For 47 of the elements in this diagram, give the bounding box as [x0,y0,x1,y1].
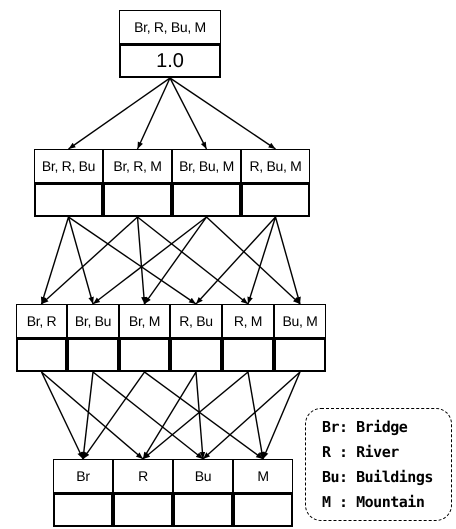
set-label: Br, Bu, M [179,159,234,173]
set-label: Br, R, M [113,159,162,173]
set-label: Br, M [128,314,160,328]
arrow [136,78,171,150]
arrow [40,372,84,460]
set-label: R [138,469,148,483]
legend-box [305,408,452,521]
set-label: R, Bu, M [249,159,302,173]
legend-entry: Br: Bridge [322,417,408,438]
set-label: R, Bu [179,314,213,328]
arrow [40,216,70,304]
arrow [169,78,208,150]
arrow [144,216,208,304]
set-label: R, M [234,314,262,328]
arrow [247,216,276,304]
arrow [68,216,196,305]
set-label: M [257,469,269,483]
arrow [82,372,146,460]
arrow [170,77,276,150]
arrow [142,372,197,460]
arrow [68,216,94,304]
arrow [274,216,301,304]
set-label: Br, R, Bu, M [134,20,206,34]
value-text: 1.0 [156,51,184,71]
set-label: Br, R, Bu [42,159,96,173]
legend-entry: M : Mountain [322,492,426,513]
arrow [41,216,138,305]
arrow [247,372,265,460]
set-label: Br [76,469,90,483]
set-label: Br, R [26,314,56,328]
set-label: Bu, M [282,314,318,328]
arrow [195,216,276,304]
arrow [206,216,300,305]
legend-entry: Bu: Buildings [322,467,434,488]
arrow [68,77,170,150]
legend-entry: R : River [322,442,400,463]
arrow [137,216,248,305]
arrow [41,371,144,460]
arrow [202,371,300,460]
set-label: Bu [194,469,212,483]
arrow [262,372,301,460]
set-label: Br, Bu [74,314,112,328]
arrow [136,216,147,304]
arrow [195,372,206,460]
arrow [92,216,207,305]
arrow [92,371,204,460]
arrow [81,372,94,460]
